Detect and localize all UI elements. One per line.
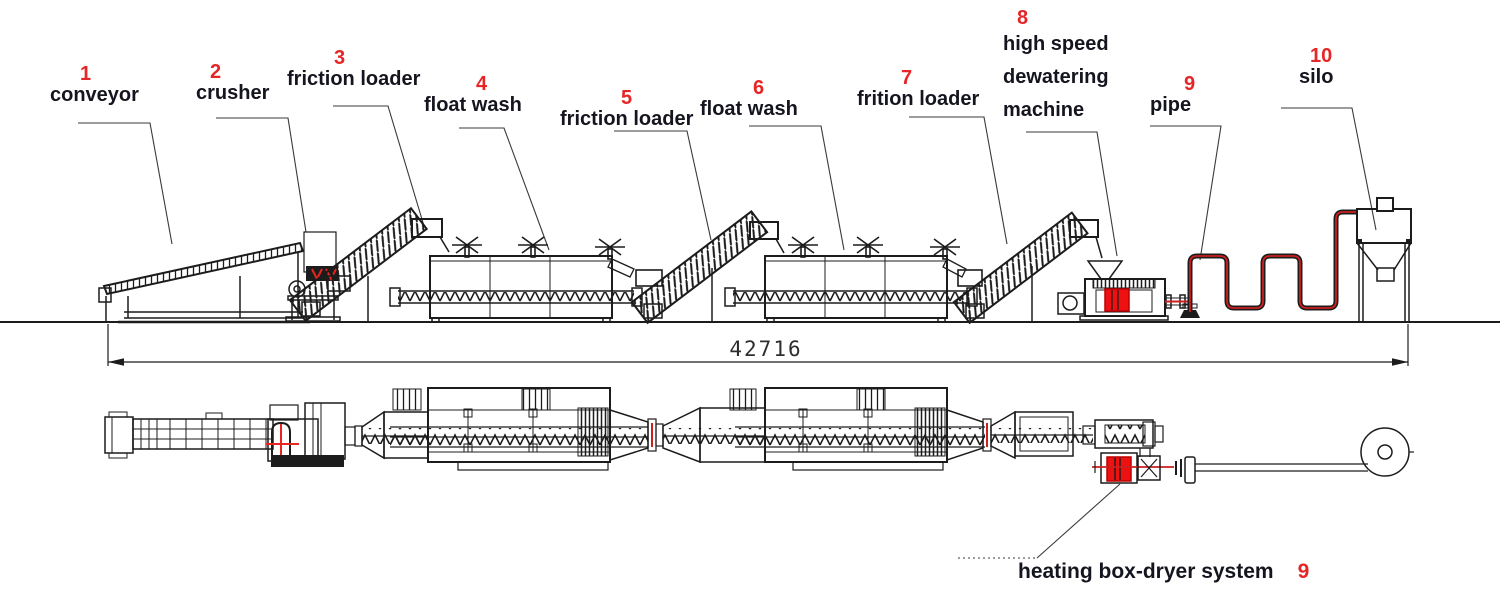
label-text: silo — [1299, 66, 1334, 88]
leader-heating-box — [1036, 483, 1121, 559]
label-heating-box-dryer-system: heating box-dryer system 9 — [1018, 560, 1309, 584]
leader-float-wash-4 — [459, 127, 550, 251]
label-number: 5 — [621, 87, 633, 109]
label-4-float-wash: 4 float wash — [424, 74, 522, 116]
dimension-42716 — [107, 324, 1409, 366]
leader-pipe — [1150, 125, 1222, 261]
float-wash-4-plan — [390, 387, 657, 471]
conveyor-plan — [104, 411, 274, 459]
frition-loader-7-elevation — [952, 211, 1103, 325]
pipe-serpentine-elevation — [1180, 209, 1357, 318]
leader-frition-loader-7 — [909, 116, 1008, 245]
conveyor-elevation — [98, 241, 310, 324]
friction-loader-3-elevation — [288, 206, 450, 323]
leader-silo — [1281, 107, 1377, 231]
pipe-plan — [1175, 456, 1368, 484]
label-number: 9 — [1184, 73, 1196, 95]
label-text: friction loader — [287, 68, 421, 90]
label-text: pipe — [1150, 94, 1192, 116]
label-number: 4 — [476, 73, 488, 95]
silo-elevation — [1356, 197, 1412, 322]
paddle-wheels — [452, 236, 625, 260]
label-number: 1 — [80, 63, 92, 85]
heating-box-red — [1106, 456, 1132, 482]
elevation-view — [98, 197, 1412, 325]
label-5-friction-loader: 5 friction loader — [560, 88, 693, 130]
coupler-plan — [1137, 455, 1161, 481]
leader-conveyor — [78, 122, 173, 245]
silo-plan — [1360, 427, 1414, 477]
label-text: heating box-dryer system — [1018, 560, 1274, 583]
label-number: 8 — [1017, 7, 1029, 29]
label-text: high speed — [1003, 33, 1109, 55]
frition-loader-7-plan — [990, 410, 1096, 460]
heating-box-plan — [1092, 452, 1174, 484]
crusher-plan — [266, 402, 356, 467]
label-1-conveyor: 1 conveyor — [50, 64, 139, 106]
leader-friction-loader-3 — [333, 105, 425, 227]
leader-dewatering — [1026, 131, 1118, 257]
label-text: dewatering — [1003, 66, 1109, 88]
label-text: float wash — [424, 94, 522, 116]
label-2-crusher: 2 crusher — [196, 62, 269, 104]
dewatering-machine-elevation — [1057, 260, 1190, 321]
leader-friction-loader-5 — [614, 130, 712, 241]
label-text: crusher — [196, 82, 270, 104]
label-10-silo: 10 silo — [1299, 46, 1333, 88]
friction-loader-5-elevation — [630, 210, 785, 325]
label-text: machine — [1003, 99, 1085, 121]
plan-view — [104, 387, 1414, 484]
leader-float-wash-6 — [749, 125, 845, 251]
dim-arrow-right — [1392, 358, 1408, 366]
label-text: float wash — [700, 98, 798, 120]
dewatering-machine-plan — [1094, 419, 1164, 457]
label-text: friction loader — [560, 108, 694, 130]
dewatering-red-core — [1104, 288, 1130, 312]
label-number: 7 — [901, 67, 913, 89]
label-8-dewatering-machine: 8 high speed dewatering machine — [1003, 8, 1109, 127]
paddle-wheels — [788, 236, 960, 260]
pipe-red-core — [1189, 211, 1357, 312]
label-number: 10 — [1310, 45, 1333, 67]
leader-lines — [78, 105, 1377, 559]
label-6-float-wash: 6 float wash — [700, 78, 798, 120]
label-7-frition-loader: 7 frition loader — [857, 68, 979, 110]
dimension-value: 42716 — [729, 337, 803, 361]
dim-arrow-left — [108, 358, 124, 366]
float-wash-6-plan — [729, 387, 992, 471]
float-wash-4-elevation — [389, 236, 663, 323]
label-number: 6 — [753, 77, 765, 99]
dewatering-motor — [1057, 292, 1085, 315]
label-3-friction-loader: 3 friction loader — [287, 48, 420, 90]
label-number: 9 — [1297, 560, 1310, 583]
label-number: 2 — [210, 61, 222, 83]
float-wash-6-elevation — [724, 236, 983, 323]
label-text: frition loader — [857, 88, 980, 110]
label-number: 3 — [334, 47, 346, 69]
label-text: conveyor — [50, 84, 139, 106]
leader-crusher — [216, 117, 307, 233]
label-9-pipe: 9 pipe — [1150, 74, 1195, 116]
